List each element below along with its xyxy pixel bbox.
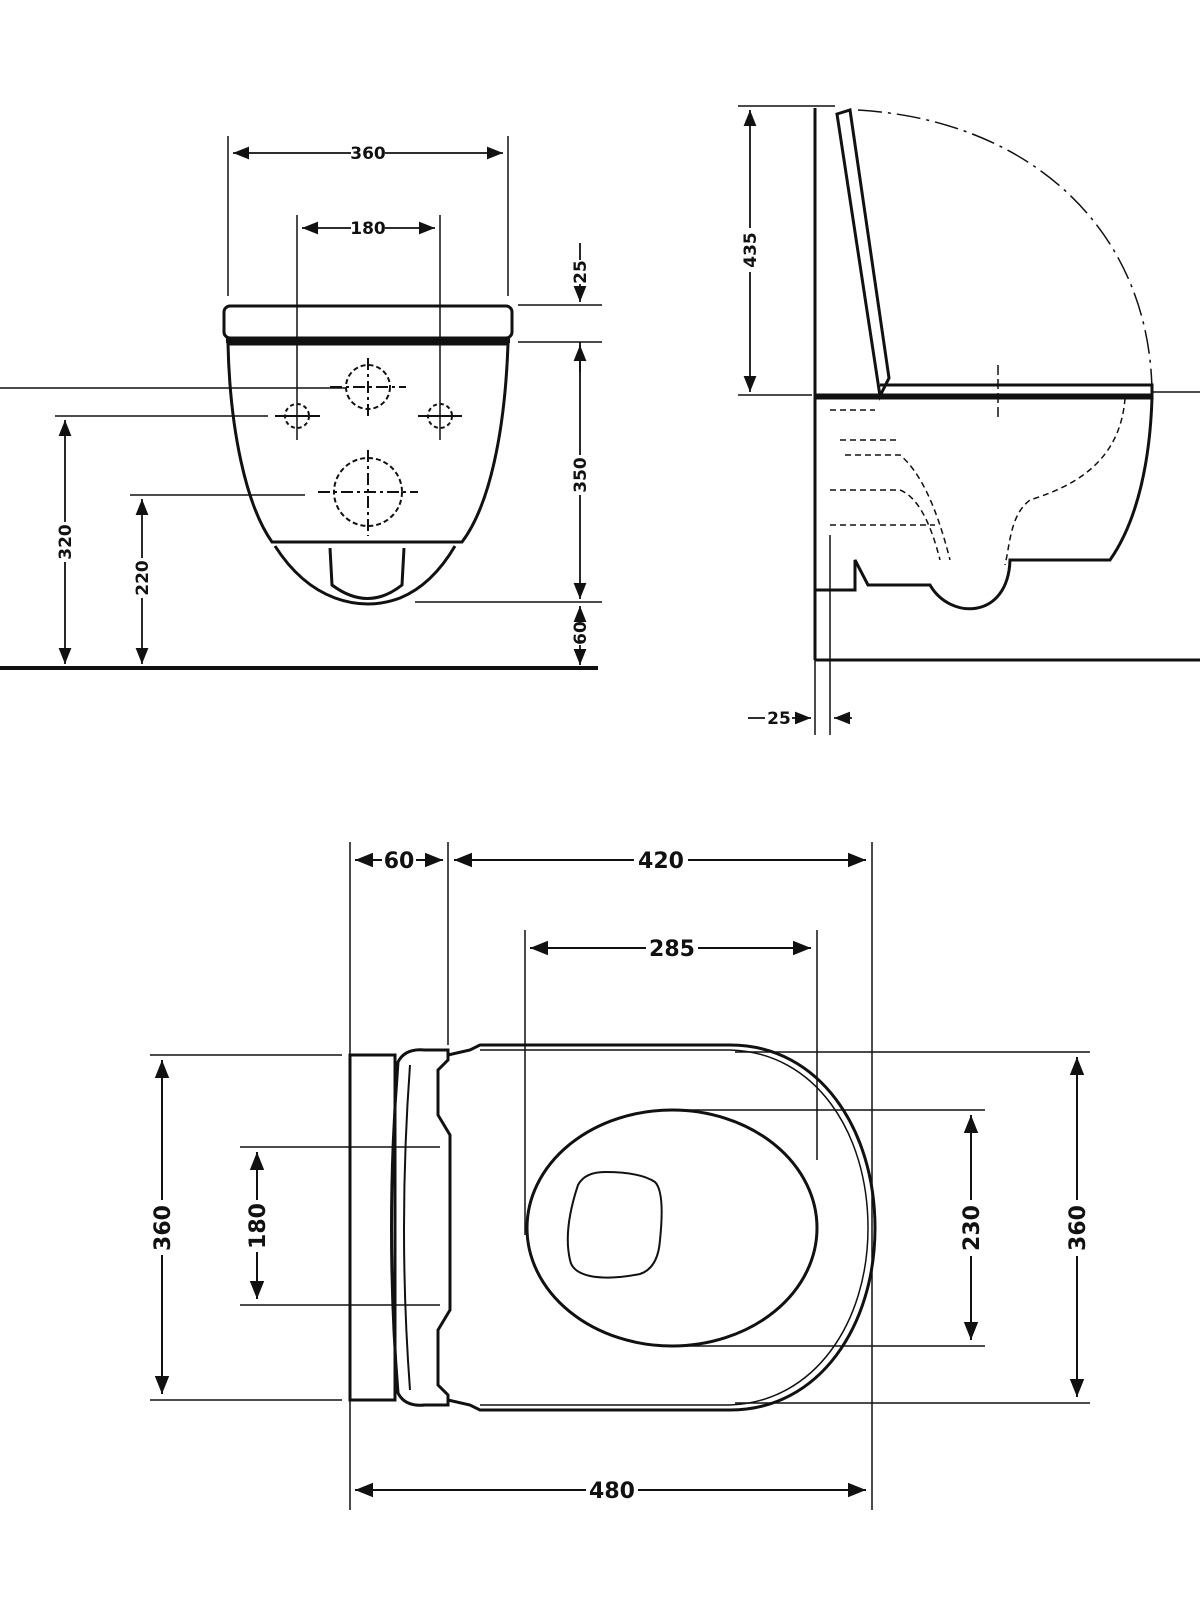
side-view	[738, 105, 1200, 735]
front-fixing-holes	[275, 358, 462, 536]
side-hidden-trap	[830, 397, 1126, 566]
side-lid-height-label: 435	[741, 232, 761, 268]
front-seat-thickness-label: 25	[571, 260, 591, 284]
front-outlet-height-label: 320	[56, 524, 76, 560]
top-view-labels: 60 420 285 480 360 180 230 360	[151, 849, 1091, 1504]
top-view	[150, 842, 1090, 1510]
top-rear-block	[348, 1053, 397, 1402]
top-fixing-spacing-label: 180	[246, 1203, 271, 1249]
top-outer-rim	[447, 1043, 877, 1412]
front-bowl	[226, 342, 510, 544]
top-hinge	[390, 1048, 452, 1407]
front-clearance-label: 60	[571, 621, 591, 645]
top-opening-length-label: 285	[649, 937, 695, 962]
top-bowl-depth-label: 420	[638, 849, 684, 874]
front-view	[0, 136, 602, 670]
side-lid-swing-arc	[857, 109, 1153, 393]
front-outlet	[273, 545, 457, 606]
front-seat	[222, 304, 514, 340]
front-fixing-label: 180	[350, 219, 386, 239]
top-water-area	[566, 1170, 663, 1279]
front-bowl-height-label: 350	[571, 457, 591, 493]
front-inlet-height-label: 220	[133, 560, 153, 596]
top-total-length-label: 480	[589, 1479, 635, 1504]
side-lid	[835, 108, 891, 401]
top-seat-opening	[525, 1108, 819, 1348]
top-opening-width-label: 230	[960, 1205, 985, 1251]
side-view-labels: 435 25	[741, 232, 791, 729]
side-bowl	[815, 396, 1154, 611]
top-width-right-label: 360	[1066, 1205, 1091, 1251]
front-view-labels: 360 180 25 350 60 320 220	[56, 144, 591, 645]
top-width-left-label: 360	[151, 1205, 176, 1251]
front-width-label: 360	[350, 144, 386, 164]
side-wall-gap-label: 25	[767, 709, 791, 729]
top-rear-depth-label: 60	[384, 849, 415, 874]
